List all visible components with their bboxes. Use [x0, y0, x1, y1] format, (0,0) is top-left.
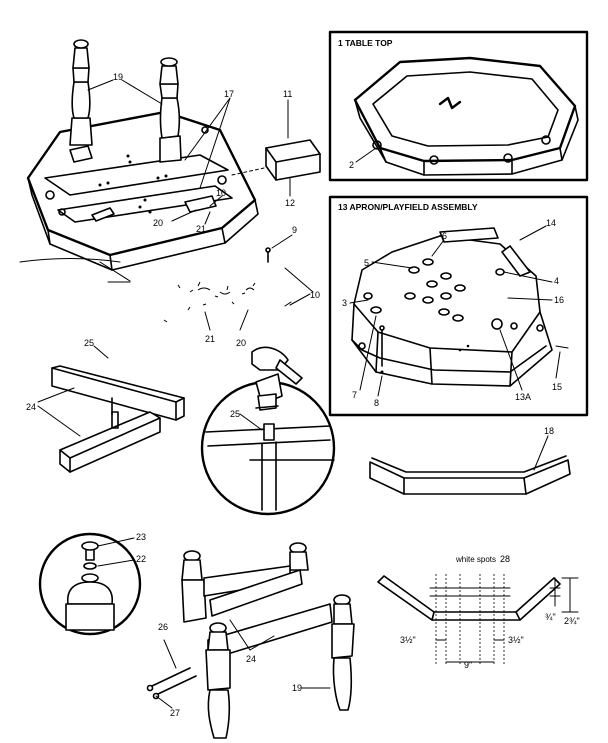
callout-20-top: 20 [153, 218, 163, 228]
callout-24-mid: 24 [26, 402, 36, 412]
callout-24-bottom: 24 [246, 654, 256, 664]
apron-playfield-panel [328, 195, 589, 417]
callout-26: 26 [158, 622, 168, 632]
callout-20-mid: 20 [236, 338, 246, 348]
callout-16: 16 [554, 295, 564, 305]
callout-2: 2 [349, 160, 354, 170]
callout-19-bottom: 19 [292, 683, 302, 693]
table-top-title: 1 TABLE TOP [338, 38, 393, 48]
apron-playfield-title: 13 APRON/PLAYFIELD ASSEMBLY [338, 202, 478, 212]
callout-5: 5 [364, 258, 369, 268]
table-underside-assembly [26, 39, 259, 271]
callout-27: 27 [170, 708, 180, 718]
callout-12: 12 [285, 198, 295, 208]
callout-10-mid: 10 [310, 290, 320, 300]
callout-4: 4 [554, 276, 559, 286]
side-rail [369, 435, 571, 495]
callout-17: 17 [224, 89, 234, 99]
callout-28: 28 [500, 554, 510, 564]
callout-19-top: 19 [113, 72, 123, 82]
dimension-three-quarter: ¾" [545, 612, 556, 622]
dimension-2-three-quarter: 2¾" [564, 616, 580, 626]
callout-23: 23 [136, 532, 146, 542]
leaders-top-left [87, 79, 291, 225]
leg-brace-assembly [37, 345, 185, 473]
callout-15: 15 [552, 382, 562, 392]
dimension-9: 9" [464, 660, 472, 670]
callout-3: 3 [342, 298, 347, 308]
bolt-detail [38, 532, 142, 636]
leg-frame-assembly [146, 542, 355, 739]
control-box [231, 139, 321, 181]
white-spots-label: white spots [455, 555, 496, 564]
callout-14: 14 [546, 218, 556, 228]
hammer-detail [200, 346, 336, 516]
table-top-panel [328, 30, 589, 182]
callout-22: 22 [136, 554, 146, 564]
rail-dimension-detail [377, 574, 579, 664]
dimension-3-5-right: 3½" [508, 635, 524, 645]
callout-10-top: 10 [216, 188, 226, 198]
callout-25-mid: 25 [230, 409, 240, 419]
callout-18: 18 [544, 426, 554, 436]
callout-13a: 13A [515, 392, 531, 402]
dimension-3-5-left: 3½" [400, 635, 416, 645]
callout-21-mid: 21 [205, 334, 215, 344]
callout-11: 11 [283, 89, 292, 99]
callout-6: 6 [442, 231, 447, 241]
callout-21-top: 21 [196, 224, 206, 234]
callout-7: 7 [352, 390, 357, 400]
callout-9: 9 [292, 225, 297, 235]
callout-8: 8 [374, 398, 379, 408]
loose-hardware [19, 234, 314, 331]
labels: 1 TABLE TOP 13 APRON/PLAYFIELD ASSEMBLY … [26, 38, 580, 718]
callout-25-top: 25 [84, 338, 94, 348]
